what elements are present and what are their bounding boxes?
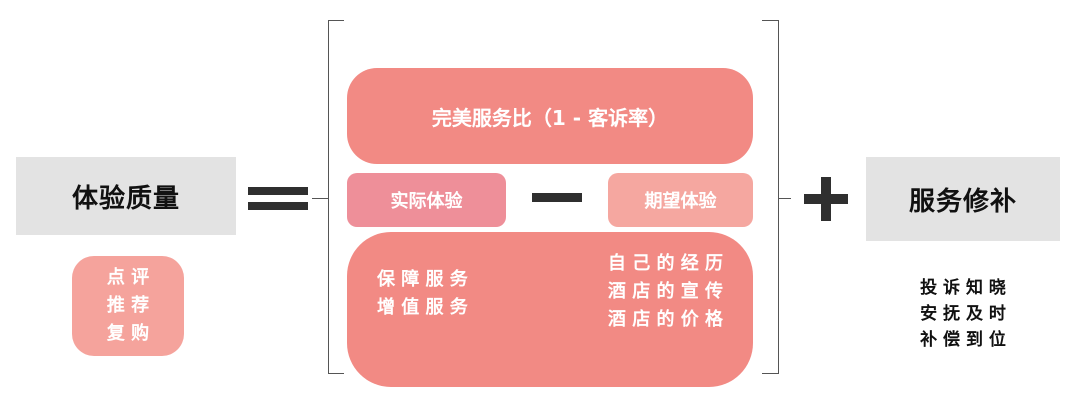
experience-detail-box: 保 障 服 务 增 值 服 务 自 己 的 经 历 酒 店 的 宣 传 酒 店 … bbox=[347, 232, 753, 387]
actual-detail-line-1: 保 障 服 务 bbox=[377, 269, 468, 290]
expected-detail-list: 自 己 的 经 历 酒 店 的 宣 传 酒 店 的 价 格 bbox=[608, 250, 723, 334]
service-recovery-line-3: 补 偿 到 位 bbox=[920, 330, 1006, 350]
actual-detail-line-2: 增 值 服 务 bbox=[377, 297, 468, 318]
service-recovery-sub-list: 投 诉 知 晓 安 抚 及 时 补 偿 到 位 bbox=[866, 275, 1060, 353]
plus-icon bbox=[804, 177, 848, 221]
experience-quality-sub-box: 点 评 推 荐 复 购 bbox=[72, 256, 184, 356]
service-recovery-line-2: 安 抚 及 时 bbox=[920, 304, 1006, 324]
service-recovery-line-1: 投 诉 知 晓 bbox=[920, 278, 1006, 298]
expected-detail-line-2: 酒 店 的 宣 传 bbox=[607, 281, 723, 302]
perfect-service-ratio-label: 完美服务比（1 - 客诉率） bbox=[431, 105, 669, 130]
expected-detail-line-3: 酒 店 的 价 格 bbox=[607, 309, 723, 330]
minus-icon bbox=[532, 193, 582, 202]
experience-quality-sub-line-3: 复 购 bbox=[106, 323, 150, 344]
actual-experience-label: 实际体验 bbox=[390, 191, 463, 212]
service-recovery-title: 服务修补 bbox=[908, 186, 1017, 217]
expected-experience-box: 期望体验 bbox=[608, 173, 753, 227]
service-recovery-box: 服务修补 bbox=[866, 157, 1060, 241]
expected-experience-label: 期望体验 bbox=[644, 191, 717, 212]
actual-detail-list: 保 障 服 务 增 值 服 务 bbox=[377, 266, 468, 322]
expected-detail-line-1: 自 己 的 经 历 bbox=[607, 253, 723, 274]
experience-quality-sub-line-1: 点 评 bbox=[106, 267, 150, 288]
perfect-service-ratio-box: 完美服务比（1 - 客诉率） bbox=[347, 68, 753, 164]
experience-quality-sub-line-2: 推 荐 bbox=[106, 295, 150, 316]
equals-icon bbox=[248, 187, 308, 211]
experience-quality-title: 体验质量 bbox=[71, 183, 180, 214]
experience-quality-box: 体验质量 bbox=[16, 157, 236, 235]
actual-experience-box: 实际体验 bbox=[347, 173, 506, 227]
